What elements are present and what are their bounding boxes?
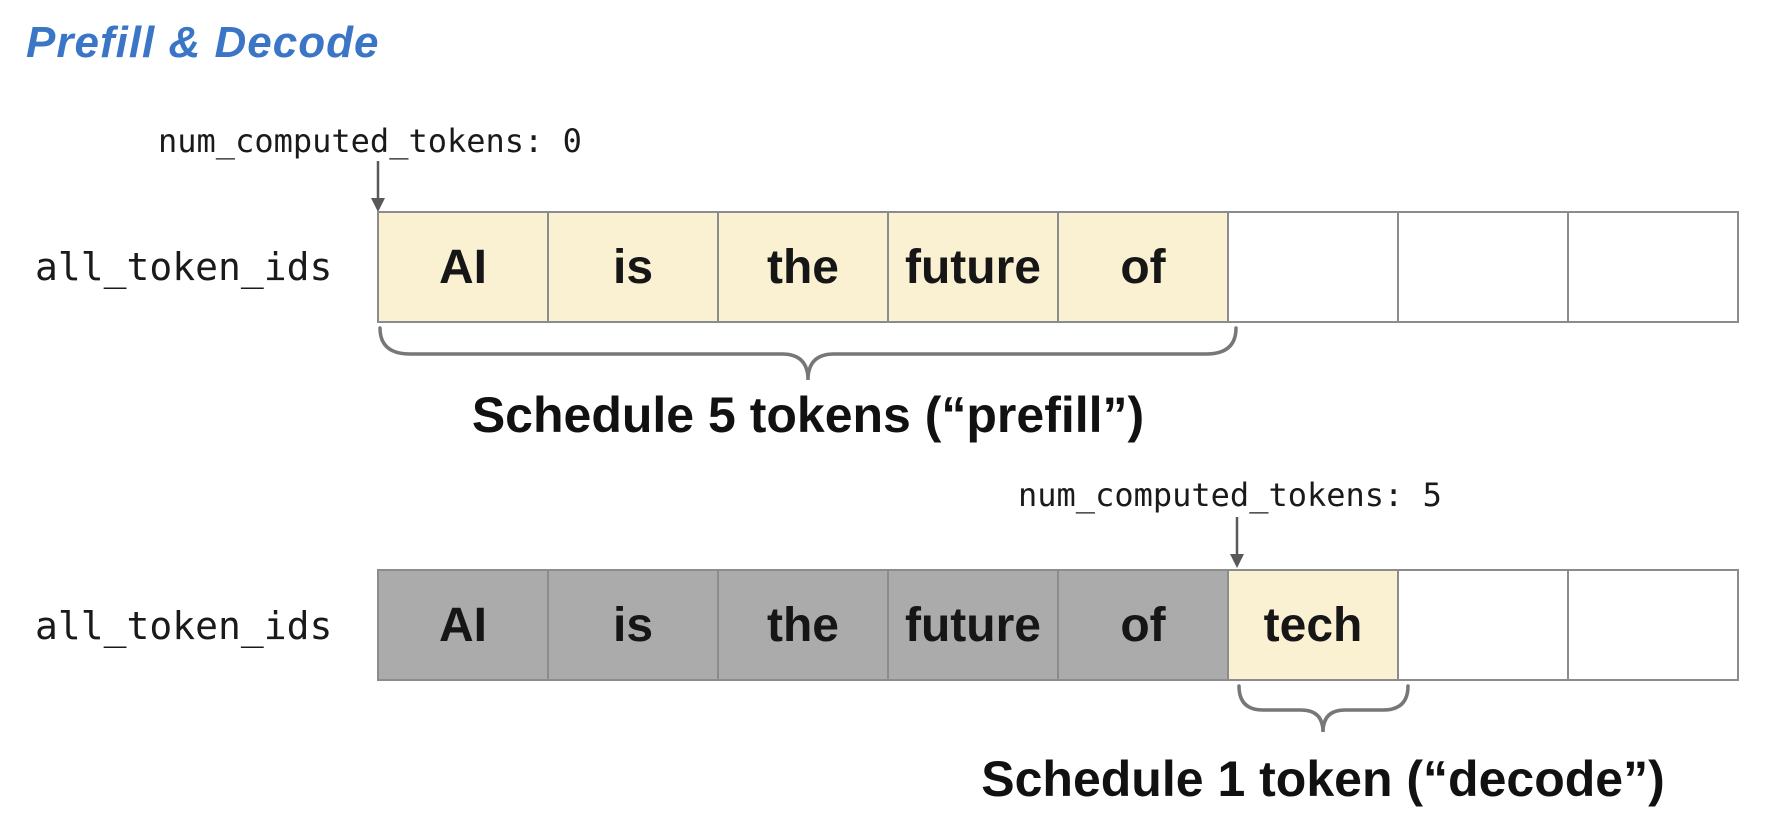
- token-cell-empty: [1397, 211, 1569, 323]
- token-text: future: [905, 598, 1041, 652]
- token-text: is: [612, 240, 654, 294]
- prefill-token-row: AI is the future of: [377, 211, 1739, 323]
- token-cell-empty: [1227, 211, 1399, 323]
- token-text: future: [905, 240, 1041, 294]
- token-text: of: [1120, 240, 1166, 294]
- token-cell-computed: is: [547, 569, 719, 681]
- token-cell-computed: future: [887, 569, 1059, 681]
- decode-row-label: all_token_ids: [35, 604, 333, 648]
- token-text: AI: [439, 240, 487, 294]
- token-cell-computed: of: [1057, 569, 1229, 681]
- token-cell-empty: [1567, 211, 1739, 323]
- token-cell-empty: [1397, 569, 1569, 681]
- down-arrow-icon: [371, 161, 385, 212]
- decode-brace-icon: [1237, 684, 1410, 733]
- token-text: is: [612, 598, 654, 652]
- token-text: of: [1120, 598, 1166, 652]
- decode-pointer-label: num_computed_tokens: 5: [1018, 476, 1442, 514]
- decode-token-row: AI is the future of tech: [377, 569, 1739, 681]
- prefill-pointer-label: num_computed_tokens: 0: [158, 122, 582, 160]
- decode-annotation: Schedule 1 token (“decode”): [981, 751, 1665, 807]
- down-arrow-icon: [1230, 517, 1244, 568]
- token-cell-scheduled: is: [547, 211, 719, 323]
- prefill-annotation: Schedule 5 tokens (“prefill”): [471, 387, 1145, 443]
- token-text: tech: [1263, 598, 1363, 652]
- token-text: the: [767, 240, 839, 294]
- token-cell-computed: the: [717, 569, 889, 681]
- token-cell-empty: [1567, 569, 1739, 681]
- token-cell-scheduled: of: [1057, 211, 1229, 323]
- token-cell-scheduled: tech: [1227, 569, 1399, 681]
- prefill-brace-icon: [378, 326, 1238, 381]
- prefill-row-label: all_token_ids: [35, 245, 333, 289]
- diagram-title: Prefill & Decode: [26, 18, 380, 67]
- token-cell-scheduled: the: [717, 211, 889, 323]
- token-cell-scheduled: AI: [377, 211, 549, 323]
- token-text: the: [767, 598, 839, 652]
- token-cell-computed: AI: [377, 569, 549, 681]
- token-text: AI: [439, 598, 487, 652]
- token-cell-scheduled: future: [887, 211, 1059, 323]
